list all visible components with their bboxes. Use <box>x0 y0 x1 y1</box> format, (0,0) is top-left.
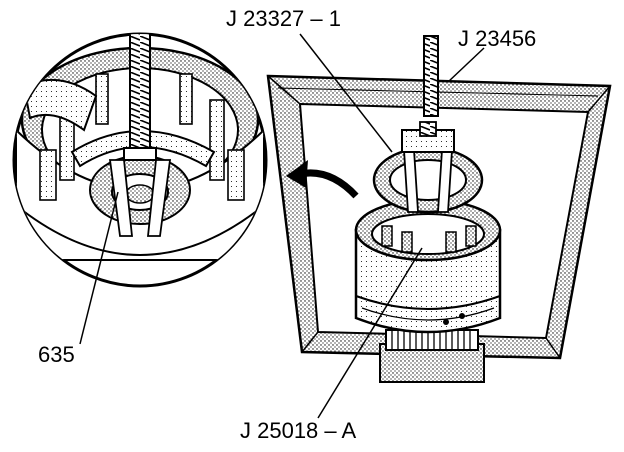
callout-part-635: 635 <box>38 342 75 367</box>
leader-j23327 <box>299 33 393 153</box>
callout-puller-tool: J 23327 – 1 <box>226 6 341 31</box>
leader-lines <box>79 33 485 419</box>
leader-j23456 <box>447 47 485 83</box>
frame-screw <box>423 35 439 117</box>
holding-fixture <box>354 198 502 383</box>
puller-assembly <box>372 121 484 214</box>
detail-arrow <box>286 160 359 199</box>
leader-635 <box>79 191 119 345</box>
callout-holding-fixture: J 25018 – A <box>240 418 357 443</box>
leader-j25018 <box>317 247 423 419</box>
callout-press-frame: J 23456 <box>458 26 537 51</box>
detail-view <box>12 32 268 288</box>
